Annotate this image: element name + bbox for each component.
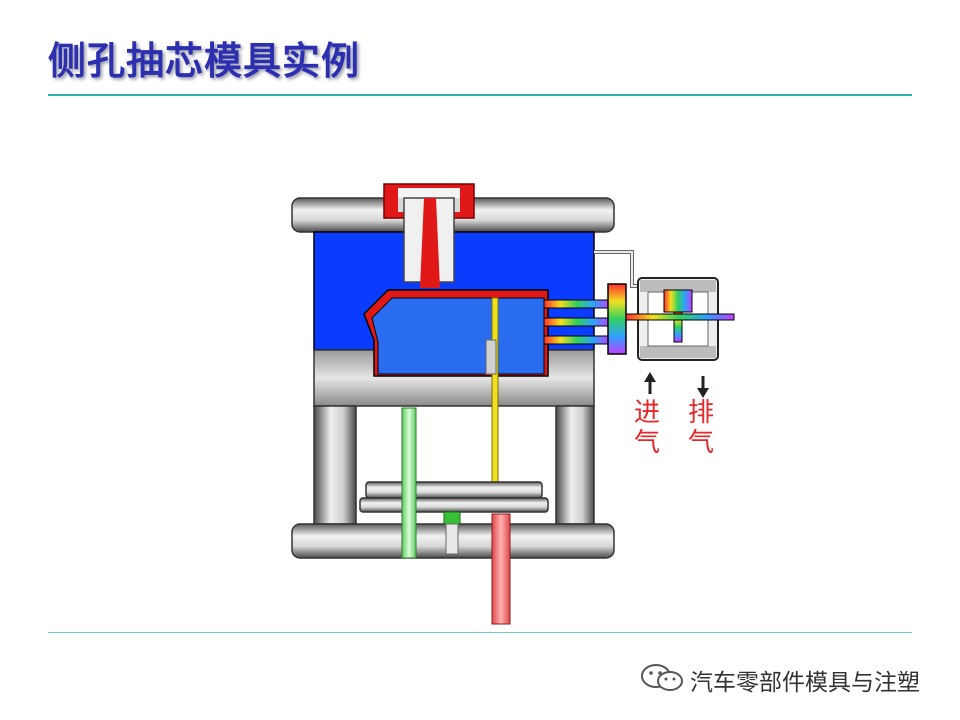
stop-pin-base [445, 523, 459, 555]
right-support-pillar [555, 405, 595, 525]
ejector-retainer-plate [359, 497, 549, 513]
footer-watermark: 汽车零部件模具与注塑 [640, 660, 920, 700]
core-pin-2 [543, 317, 611, 327]
return-pin [401, 407, 417, 559]
footer-divider [48, 632, 912, 633]
air-line-inner [594, 251, 640, 287]
slider-block [371, 297, 545, 375]
ejector-pin [491, 297, 499, 495]
ejector-plate [365, 481, 543, 499]
sprue-runner [420, 198, 440, 288]
ejector-push-rod [491, 513, 511, 625]
pin-holder-plate [607, 283, 627, 355]
intake-label: 进气 [633, 398, 660, 458]
guide-pin [485, 339, 497, 375]
title-underline [48, 94, 912, 96]
air-line [594, 250, 640, 288]
intake-arrow [644, 372, 656, 394]
wechat-icon [640, 662, 684, 698]
page-title: 侧孔抽芯模具实例 [48, 39, 361, 83]
core-pin-3 [543, 335, 611, 345]
left-support-pillar [313, 405, 357, 525]
footer-text: 汽车零部件模具与注塑 [690, 670, 920, 696]
stop-pin [443, 511, 461, 525]
exhaust-arrow [697, 376, 709, 398]
exhaust-label: 排气 [687, 398, 714, 458]
air-cylinder [625, 277, 735, 361]
core-pin-1 [543, 299, 611, 309]
